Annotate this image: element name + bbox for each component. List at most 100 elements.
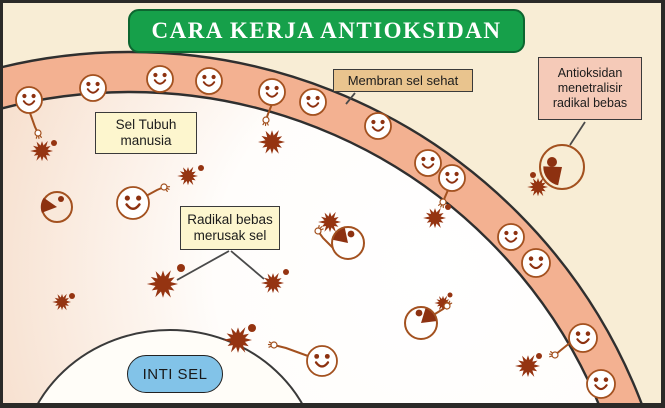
- free-radical-blob: [423, 207, 446, 229]
- smiley-eye: [124, 195, 130, 201]
- pacman-mouth: [421, 308, 437, 323]
- cell-hand: [443, 299, 453, 310]
- free-radical-blob: [258, 130, 285, 154]
- label-line: radikal bebas: [552, 95, 628, 110]
- healthy-cell-smiley: [568, 323, 598, 353]
- cell-hand: [438, 198, 447, 209]
- cell-hand: [267, 341, 278, 349]
- label-radikal-bebas-merusak: Radikal bebas merusak sel: [180, 206, 280, 250]
- cell-hand: [314, 225, 324, 235]
- membrane-outer-edge: [0, 50, 645, 408]
- smiley-face: [258, 78, 286, 106]
- hand-palm: [443, 302, 451, 310]
- free-radical-dot: [51, 140, 57, 146]
- label-line: Sel Tubuh: [115, 117, 177, 133]
- smiley-eye: [22, 93, 27, 99]
- smiley-eye: [504, 230, 509, 236]
- smiley-face: [364, 112, 392, 140]
- antioxidant-pacman: [539, 144, 585, 190]
- smiley-face: [79, 74, 107, 102]
- healthy-cell-smiley: [521, 248, 551, 278]
- pacman-mouth: [333, 228, 348, 243]
- free-radical-blob: [30, 140, 53, 162]
- healthy-cell-smiley: [116, 186, 150, 220]
- figures-layer: [15, 65, 616, 399]
- healthy-cell-smiley: [79, 74, 107, 102]
- hand-palm: [262, 116, 270, 124]
- cell-arm: [273, 344, 309, 357]
- free-radical-blob: [515, 355, 540, 377]
- smiley-mouth: [22, 100, 36, 106]
- antioxidant-pacman: [404, 306, 438, 340]
- hand-palm: [551, 351, 559, 359]
- smiley-mouth: [504, 237, 518, 243]
- free-radical-dot: [198, 165, 204, 171]
- hand-palm: [314, 227, 322, 235]
- smiley-face: [521, 248, 551, 278]
- cell-membrane-band: [0, 52, 644, 408]
- smiley-mouth: [445, 178, 459, 184]
- smiley-eye: [153, 72, 158, 78]
- free-radical-blob: [52, 293, 71, 311]
- smiley-eye: [575, 331, 581, 336]
- hand-palm: [34, 129, 42, 137]
- smiley-mouth: [529, 263, 543, 270]
- smiley-face: [586, 369, 616, 399]
- smiley-face: [568, 323, 598, 353]
- smiley-eye: [371, 119, 376, 125]
- free-radical-dot: [69, 293, 75, 299]
- free-radical-blob: [146, 270, 178, 298]
- free-radical-blob: [222, 327, 252, 353]
- pacman-eye: [347, 230, 355, 238]
- smiley-eye: [430, 156, 435, 162]
- smiley-eye: [31, 93, 36, 99]
- smiley-eye: [162, 72, 167, 78]
- smiley-eye: [603, 377, 609, 382]
- free-radical-dot: [177, 264, 185, 272]
- cell-hand: [34, 129, 42, 140]
- smiley-eye: [421, 156, 426, 162]
- pacman-eye: [547, 157, 557, 167]
- smiley-mouth: [576, 338, 590, 345]
- smiley-eye: [380, 119, 385, 125]
- antioxidant-pacman: [40, 191, 73, 223]
- label-sel-tubuh-manusia: Sel Tubuh manusia: [95, 112, 197, 154]
- smiley-eye: [274, 85, 279, 91]
- free-radical-dot: [445, 204, 451, 210]
- cell-interior: [0, 92, 601, 408]
- free-radical-dot: [447, 292, 453, 298]
- inti-sel-pill: INTI SEL: [127, 355, 223, 393]
- pointer-line: [569, 121, 586, 146]
- hand-palm: [160, 183, 168, 191]
- healthy-cell-smiley: [299, 88, 327, 116]
- free-radical-blob: [261, 272, 284, 294]
- label-line: menetralisir: [557, 81, 623, 96]
- smiley-face: [116, 186, 150, 220]
- smiley-face: [438, 164, 466, 192]
- smiley-eye: [265, 85, 270, 91]
- healthy-cell-smiley: [438, 164, 466, 192]
- free-radical-blob: [318, 211, 341, 233]
- cell-hand: [160, 183, 171, 192]
- antioxidant-pacman: [331, 226, 365, 260]
- label-antioksidan-menetralisir: Antioksidan menetralisir radikal bebas: [538, 57, 642, 120]
- healthy-cell-smiley: [195, 67, 223, 95]
- smiley-eye: [513, 230, 518, 236]
- label-line: Radikal bebas: [187, 212, 273, 228]
- smiley-eye: [86, 81, 91, 87]
- healthy-cell-smiley: [586, 369, 616, 399]
- smiley-face: [414, 149, 442, 177]
- membrane-inner-edge: [0, 90, 602, 408]
- smiley-eye: [454, 171, 459, 177]
- smiley-eye: [211, 74, 216, 80]
- smiley-eye: [315, 95, 320, 101]
- free-radical-dot: [530, 172, 536, 178]
- smiley-mouth: [202, 81, 216, 87]
- cell-hand: [548, 351, 559, 359]
- smiley-face: [497, 223, 525, 251]
- smiley-eye: [538, 256, 544, 261]
- smiley-face: [299, 88, 327, 116]
- healthy-cell-smiley: [258, 78, 286, 106]
